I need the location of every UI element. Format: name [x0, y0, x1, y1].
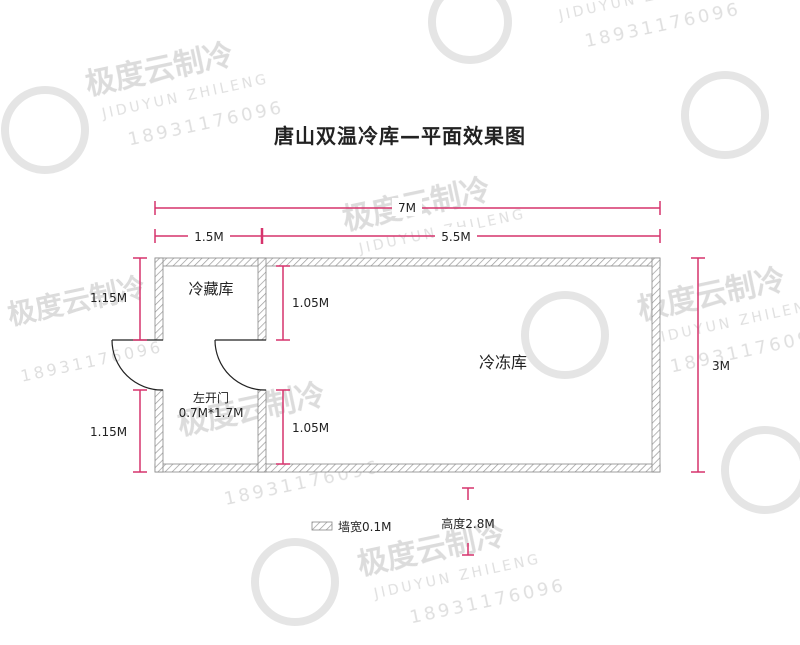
watermark-logo-circle: [251, 538, 339, 626]
dim-left-upper: 1.15M: [90, 291, 127, 305]
room-cold-label: 冷藏库: [188, 280, 233, 298]
watermark-logo-circle: [521, 291, 609, 379]
watermark-logo-circle: [721, 426, 800, 514]
dim-mid-lower: 1.05M: [292, 421, 329, 435]
room-freezer-label: 冷冻库: [479, 353, 527, 372]
dim-mid-upper: 1.05M: [292, 296, 329, 310]
page-title: 唐山双温冷库—平面效果图: [274, 124, 526, 148]
legend-wall-label: 墙宽0.1M: [338, 519, 391, 534]
legend: 墙宽0.1M 高度2.8M: [311, 487, 495, 556]
watermark-logo-circle: [1, 86, 89, 174]
dimension-lines: [133, 201, 705, 473]
watermark-logo-circle: [428, 0, 512, 64]
door-label-line1: 左开门: [193, 390, 229, 405]
watermark-phone: 18931176096: [19, 337, 165, 386]
legend-height-label: 高度2.8M: [441, 516, 494, 531]
walls: [154, 257, 661, 473]
dim-total-width: 7M: [398, 201, 416, 215]
dim-right-width: 5.5M: [441, 230, 470, 244]
door-middle: [214, 339, 267, 391]
dim-left-lower: 1.15M: [90, 425, 127, 439]
dimension-labels: 7M 1.5M 5.5M 1.15M 1.15M 1.05M 1.05M 3M: [90, 198, 730, 439]
room-labels: 冷藏库 冷冻库 左开门 0.7M*1.7M: [179, 280, 527, 420]
dim-depth: 3M: [712, 359, 730, 373]
legend-wall-swatch: [311, 521, 333, 531]
door-label-line2: 0.7M*1.7M: [179, 406, 244, 420]
legend-height-marker: [462, 487, 474, 556]
watermark-logo-circle: [681, 71, 769, 159]
dim-left-width: 1.5M: [194, 230, 223, 244]
watermark: 极度云制冷 JIDUYUN ZHILENG 18931176096 JIDUYU…: [1, 0, 800, 628]
